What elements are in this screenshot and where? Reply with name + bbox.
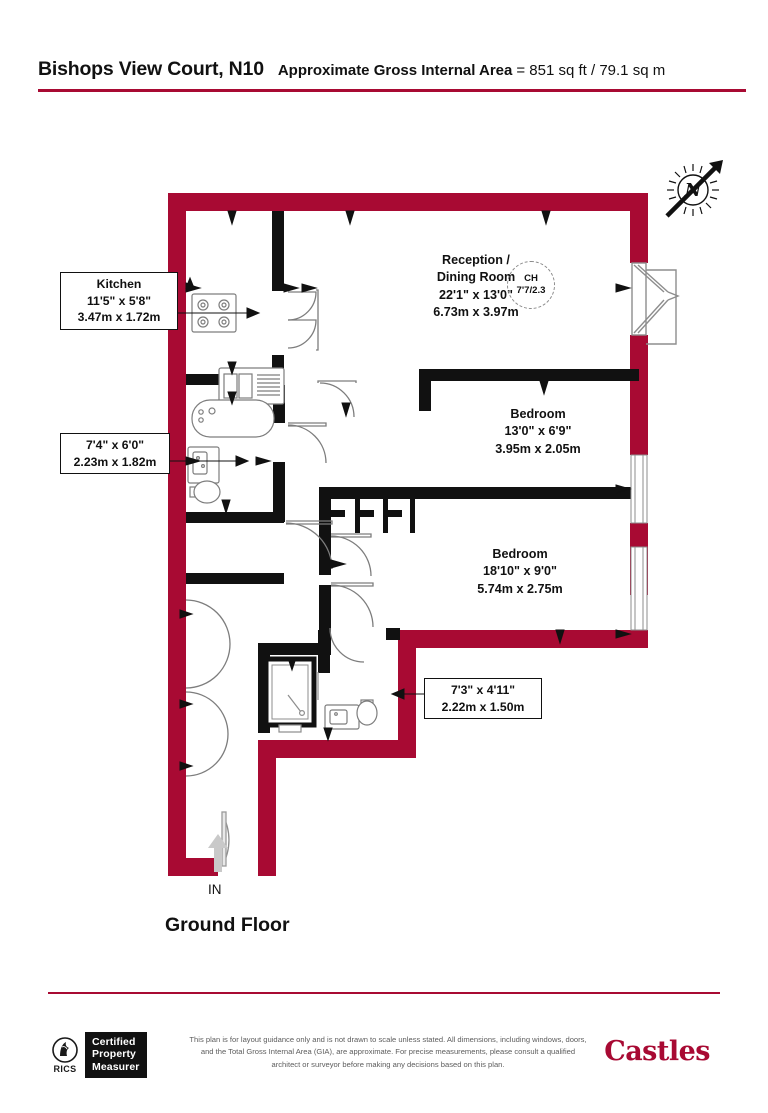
dimension-markers — [160, 210, 632, 771]
kitchen-imperial: 11'5" x 5'8" — [86, 293, 152, 308]
reception-imperial: 22'1" x 13'0" — [439, 287, 513, 302]
bedroom-two-name: Bedroom — [492, 547, 548, 561]
rics-logo: RICS — [52, 1036, 78, 1074]
bedroom-one-imperial: 13'0" x 6'9" — [504, 424, 572, 439]
windows — [630, 454, 648, 631]
header-text-row: Bishops View Court, N10 Approximate Gros… — [38, 58, 746, 81]
bathroom-dimension-box: 7'4" x 6'0" 2.23m x 1.82m — [60, 433, 170, 475]
bedroom-two-imperial: 18'10" x 9'0" — [483, 564, 557, 579]
area-label: Approximate Gross Internal Area — [277, 62, 513, 79]
cpm-line1: Certified — [92, 1036, 136, 1048]
rics-label: RICS — [53, 1063, 77, 1074]
castles-brand-logo: Castles — [604, 1036, 710, 1067]
rics-certification-block: RICS Certified Property Measurer — [52, 1032, 147, 1079]
compass-rose-icon: N — [665, 160, 723, 218]
reception-label-line1: Reception / — [442, 253, 510, 267]
ensuite-basin-icon — [324, 704, 360, 730]
kitchen-room-label: Kitchen — [96, 277, 142, 291]
footer-divider — [48, 992, 720, 994]
cpm-line2: Property — [92, 1048, 136, 1061]
en-suite-metric: 2.22m x 1.50m — [441, 699, 525, 714]
header-divider — [38, 89, 746, 92]
ceiling-height-badge: CH 7'7/2.3 — [507, 261, 555, 309]
page-footer: RICS Certified Property Measurer This pl… — [48, 1026, 720, 1088]
certified-property-measurer-badge: Certified Property Measurer — [85, 1032, 147, 1079]
en-suite-imperial: 7'3" x 4'11" — [450, 683, 516, 697]
toilet-icon — [189, 480, 221, 504]
washbasin-icon — [187, 446, 220, 484]
shower-enclosure-icon — [263, 656, 319, 733]
entrance-arrow-icon — [208, 834, 228, 872]
kitchen-dimension-box: Kitchen 11'5" x 5'8" 3.47m x 1.72m — [60, 272, 178, 330]
rics-emblem-icon — [52, 1036, 78, 1063]
cpm-line3: Measurer — [92, 1060, 140, 1073]
ensuite-toilet-icon — [356, 699, 378, 726]
door-swings — [185, 289, 374, 867]
bedroom-one-metric: 3.95m x 2.05m — [495, 441, 581, 456]
area-value: = 851 sq ft / 79.1 sq m — [516, 62, 666, 79]
reception-label-line2: Dining Room — [436, 270, 516, 285]
reception-metric: 6.73m x 3.97m — [433, 305, 519, 320]
reception-dining-room-label: Reception / Dining Room 22'1" x 13'0" 6.… — [383, 252, 569, 322]
bathroom-imperial: 7'4" x 6'0" — [85, 438, 144, 452]
compass-north-letter: N — [684, 180, 703, 201]
bedroom-one-label: Bedroom 13'0" x 6'9" 3.95m x 2.05m — [455, 406, 621, 458]
entrance-label: IN — [208, 882, 222, 897]
bedroom-two-label: Bedroom 18'10" x 9'0" 5.74m x 2.75m — [434, 546, 606, 598]
kitchen-metric: 3.47m x 1.72m — [77, 310, 161, 325]
bedroom-one-name: Bedroom — [510, 407, 566, 421]
kitchen-sink-icon — [218, 367, 285, 405]
page-header: Bishops View Court, N10 Approximate Gros… — [38, 58, 746, 102]
bedroom-two-metric: 5.74m x 2.75m — [477, 581, 563, 596]
page-title: Bishops View Court, N10 — [38, 58, 264, 80]
bathtub-icon — [191, 399, 275, 438]
en-suite-dimension-box: 7'3" x 4'11" 2.22m x 1.50m — [424, 678, 542, 720]
ceiling-height-value: 7'7/2.3 — [516, 285, 546, 296]
bathroom-metric: 2.23m x 1.82m — [73, 454, 157, 469]
disclaimer-text: This plan is for layout guidance only an… — [189, 1035, 587, 1069]
ceiling-height-label: CH — [524, 273, 538, 285]
floor-level-label: Ground Floor — [165, 914, 290, 936]
french-doors — [631, 262, 680, 345]
